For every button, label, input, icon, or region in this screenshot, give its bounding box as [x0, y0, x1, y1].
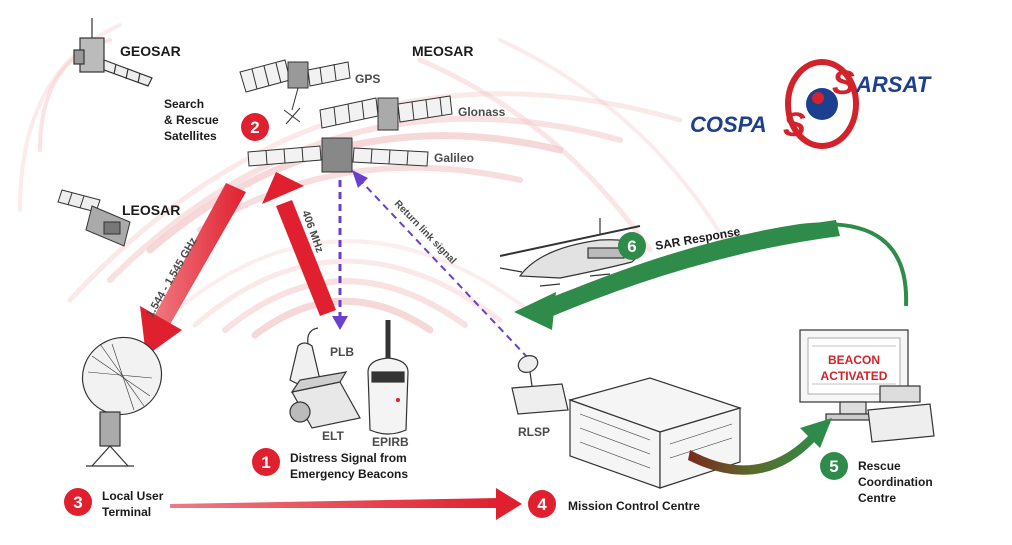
wave-arc [498, 38, 732, 252]
plb-label: PLB [330, 345, 354, 359]
leosar-label: LEOSAR [122, 202, 180, 218]
logo-text-left: COSPA [690, 112, 767, 137]
logo-ring [785, 59, 859, 149]
logo-globe-spot [812, 92, 824, 104]
logo-letter-s2: S [832, 64, 855, 102]
downlink-arrow [140, 183, 246, 356]
logo-text-right: ARSAT [855, 72, 932, 97]
geosar-label: GEOSAR [120, 43, 181, 59]
step-3-line-1: Local User [102, 489, 164, 503]
satellite-to-beacon-dashed-arrow [332, 180, 348, 330]
step-5-number: 5 [829, 457, 838, 476]
step-5-line-1: Rescue [858, 459, 901, 473]
epirb-label: EPIRB [372, 435, 409, 449]
elt-beacon-icon [289, 371, 361, 429]
return-link-label: Return link signal [392, 198, 458, 266]
wave-arc [417, 57, 653, 253]
wave-arc [197, 164, 523, 233]
geosar-satellite-icon [73, 18, 153, 87]
gps-label: GPS [355, 72, 380, 86]
step-2-line-3: Satellites [164, 129, 217, 143]
elt-label: ELT [322, 429, 344, 443]
step-1-line-1: Distress Signal from [290, 451, 407, 465]
logo-letter-s1: S [783, 106, 806, 144]
step-2-badge [241, 113, 269, 141]
step-4-number: 4 [537, 495, 547, 514]
glonass-label: Glonass [458, 105, 506, 119]
step-6-number: 6 [627, 237, 636, 256]
uplink-arrow [262, 172, 336, 316]
step-4-badge [528, 490, 556, 518]
step-5-line-3: Centre [858, 491, 896, 505]
cospas-sarsat-logo: COSPA S S ARSAT [690, 59, 932, 149]
glonass-satellite-icon [319, 95, 453, 131]
rcc-phone-icon [867, 385, 935, 443]
plb-beacon-icon [289, 327, 321, 386]
step-6-badge [618, 232, 646, 260]
mcc-building-icon [568, 377, 742, 489]
wave-arc [192, 258, 503, 328]
return-link-arrow [352, 170, 529, 359]
step-1-badge [252, 448, 280, 476]
wave-arc [222, 278, 468, 333]
epirb-beacon-icon [367, 320, 409, 435]
step-2-line-1: Search [164, 97, 204, 111]
lut-to-mcc-arrow [170, 488, 522, 520]
galileo-satellite-icon [247, 137, 429, 173]
leosar-satellite-icon [57, 189, 131, 247]
step-2-line-2: & Rescue [164, 113, 219, 127]
mcc-to-rcc-arrow [688, 418, 832, 475]
step-1-number: 1 [261, 453, 270, 472]
step-1-line-2: Emergency Beacons [290, 467, 408, 481]
wave-arc [107, 115, 623, 283]
sar-response-arrow [514, 220, 909, 330]
wave-arc [18, 23, 122, 212]
step-3-line-2: Terminal [102, 505, 151, 519]
rlsp-antenna-icon [511, 355, 569, 415]
step-3-number: 3 [73, 493, 82, 512]
screen-line-2: ACTIVATED [821, 369, 888, 383]
galileo-label: Galileo [434, 151, 474, 165]
meosar-label: MEOSAR [412, 43, 473, 59]
step-5-badge [820, 452, 848, 480]
step-4-label: Mission Control Centre [568, 499, 700, 513]
wave-arc [163, 239, 537, 322]
step-5-line-2: Coordination [858, 475, 933, 489]
step-3-badge [64, 488, 92, 516]
rlsp-label: RLSP [518, 425, 550, 439]
step-2-number: 2 [250, 118, 259, 137]
screen-line-1: BEACON [828, 353, 880, 367]
gps-satellite-icon [239, 59, 351, 125]
lut-dish-icon [81, 336, 163, 467]
